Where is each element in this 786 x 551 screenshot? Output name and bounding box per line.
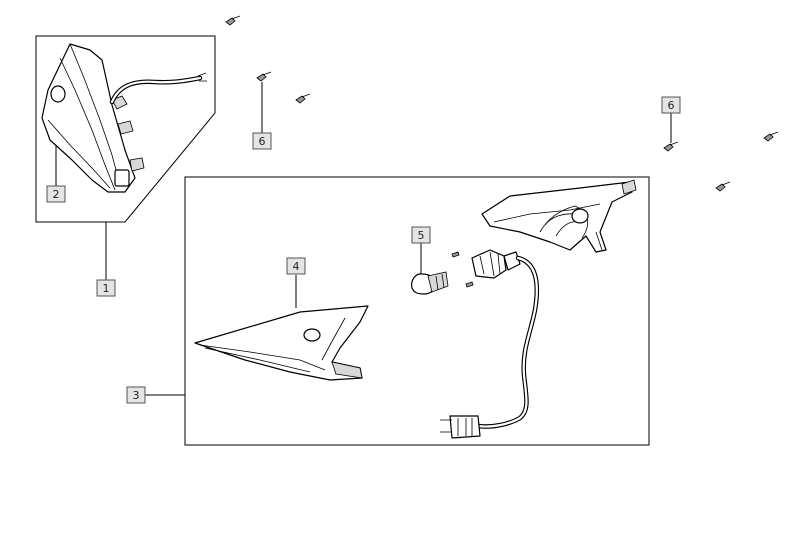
bulb-socket-harness xyxy=(440,249,540,439)
callout-6b-label: 6 xyxy=(668,99,675,112)
small-screws xyxy=(451,251,474,288)
callout-1-label: 1 xyxy=(103,282,110,295)
callout-5: 5 xyxy=(411,226,431,244)
assembly-frame-1 xyxy=(35,35,216,223)
screw-icon xyxy=(225,17,236,26)
screw-icon xyxy=(256,71,272,82)
callout-3: 3 xyxy=(126,386,146,404)
turn-signal-assembly xyxy=(41,43,207,193)
screw-icon xyxy=(295,93,311,104)
screw-icon xyxy=(663,141,679,152)
turn-signal-housing xyxy=(481,179,637,253)
turn-signal-lens xyxy=(194,305,369,381)
bulb xyxy=(411,271,449,295)
assembly-frame-3 xyxy=(184,176,650,446)
screw-icon xyxy=(225,15,241,26)
callout-2: 2 xyxy=(46,185,66,203)
callout-6a-label: 6 xyxy=(259,135,266,148)
callout-1: 1 xyxy=(96,279,116,297)
callout-4: 4 xyxy=(286,257,306,275)
callout-4-label: 4 xyxy=(293,260,300,273)
callout-3-label: 3 xyxy=(133,389,140,402)
callout-6b: 6 xyxy=(661,96,681,114)
screw-icon xyxy=(763,131,779,142)
callout-5-label: 5 xyxy=(418,229,425,242)
callout-2-label: 2 xyxy=(53,188,60,201)
callout-6a: 6 xyxy=(252,132,272,150)
screw-icon xyxy=(715,181,731,192)
